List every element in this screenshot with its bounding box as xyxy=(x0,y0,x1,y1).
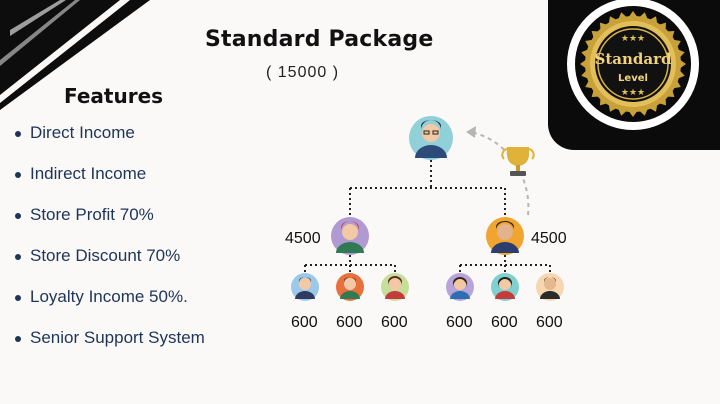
bullet-icon xyxy=(15,336,21,342)
feature-item: Store Discount 70% xyxy=(14,246,205,287)
right-branch-amount: 4500 xyxy=(531,230,567,247)
badge-stars-bottom: ★★★ xyxy=(621,88,645,98)
badge-stars: ★★★ xyxy=(621,34,645,44)
badge-title: Standard xyxy=(595,50,672,68)
package-title: Standard Package xyxy=(205,27,434,52)
leaf-amount: 600 xyxy=(336,314,363,331)
trophy-icon xyxy=(501,147,535,176)
corner-stripes-decoration xyxy=(0,0,150,110)
bullet-icon xyxy=(15,131,21,137)
leaf-amount: 600 xyxy=(491,314,518,331)
seal-badge-icon: ★★★ Standard Level ★★★ xyxy=(567,0,699,130)
person-avatar-icon xyxy=(491,273,519,301)
person-avatar-icon xyxy=(331,217,369,255)
feature-item: Indirect Income xyxy=(14,164,205,205)
person-avatar-icon xyxy=(336,273,364,301)
bullet-icon xyxy=(15,172,21,178)
person-avatar-icon xyxy=(536,273,564,301)
leaf-amount: 600 xyxy=(446,314,473,331)
features-list: Direct Income Indirect Income Store Prof… xyxy=(14,123,205,369)
badge-panel: ★★★ Standard Level ★★★ xyxy=(548,0,720,150)
badge-level: Level xyxy=(618,73,648,84)
person-avatar-icon xyxy=(381,273,409,301)
person-avatar-icon xyxy=(409,116,453,160)
person-avatar-icon xyxy=(446,273,474,301)
package-price: ( 15000 ) xyxy=(266,64,340,81)
features-heading: Features xyxy=(64,84,164,108)
bullet-icon xyxy=(15,295,21,301)
feature-item: Senior Support System xyxy=(14,328,205,369)
leaf-amount: 600 xyxy=(381,314,408,331)
leaf-amount: 600 xyxy=(291,314,318,331)
feature-item: Store Profit 70% xyxy=(14,205,205,246)
feature-item: Direct Income xyxy=(14,123,205,164)
bullet-icon xyxy=(15,254,21,260)
person-avatar-icon xyxy=(291,273,319,301)
feature-item: Loyalty Income 50%. xyxy=(14,287,205,328)
left-branch-amount: 4500 xyxy=(285,230,321,247)
bullet-icon xyxy=(15,213,21,219)
person-avatar-icon xyxy=(486,217,524,255)
leaf-amount: 600 xyxy=(536,314,563,331)
